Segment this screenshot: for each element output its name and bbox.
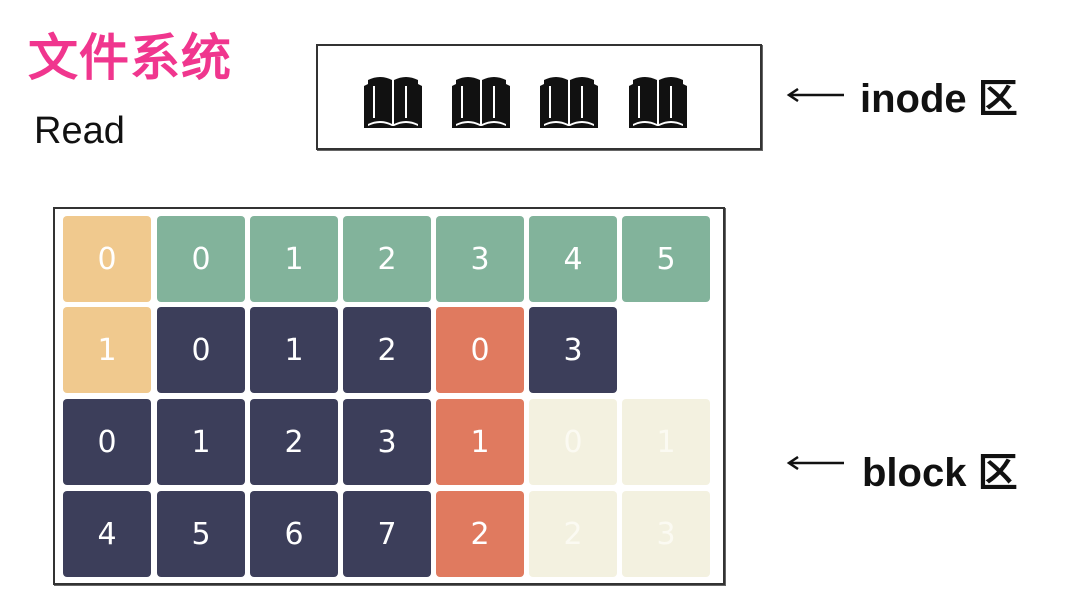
block-cell: 6 — [250, 491, 338, 577]
block-cell: 4 — [529, 216, 617, 302]
block-cell: 4 — [63, 491, 151, 577]
arrow-left-icon — [786, 88, 844, 102]
inode-label: inode 区 — [860, 77, 1018, 121]
block-cell: 1 — [622, 399, 710, 485]
block-label: block 区 — [862, 451, 1018, 495]
block-cell: 3 — [622, 491, 710, 577]
block-cell: 5 — [622, 216, 710, 302]
block-cell: 3 — [343, 399, 431, 485]
block-cell: 1 — [63, 307, 151, 393]
block-cell: 0 — [157, 216, 245, 302]
block-cell: 1 — [250, 307, 338, 393]
block-cell: 3 — [529, 307, 617, 393]
page-title: 文件系统 — [28, 29, 232, 87]
block-cell: 1 — [436, 399, 524, 485]
block-cell: 7 — [343, 491, 431, 577]
block-cell: 0 — [157, 307, 245, 393]
block-cell: 2 — [343, 307, 431, 393]
block-cell: 2 — [436, 491, 524, 577]
book-icon — [362, 72, 424, 128]
block-cell: 2 — [529, 491, 617, 577]
page-subtitle: Read — [34, 110, 125, 152]
block-cell: 0 — [436, 307, 524, 393]
book-icon — [627, 72, 689, 128]
arrow-left-icon — [786, 456, 844, 470]
block-cell: 1 — [250, 216, 338, 302]
block-cell: 1 — [157, 399, 245, 485]
inode-area — [316, 44, 762, 150]
block-cell: 0 — [63, 216, 151, 302]
block-cell: 0 — [63, 399, 151, 485]
block-cell: 2 — [250, 399, 338, 485]
book-icon — [538, 72, 600, 128]
block-cell: 2 — [343, 216, 431, 302]
book-icon — [450, 72, 512, 128]
block-cell: 3 — [436, 216, 524, 302]
block-cell: 0 — [529, 399, 617, 485]
block-cell: 5 — [157, 491, 245, 577]
